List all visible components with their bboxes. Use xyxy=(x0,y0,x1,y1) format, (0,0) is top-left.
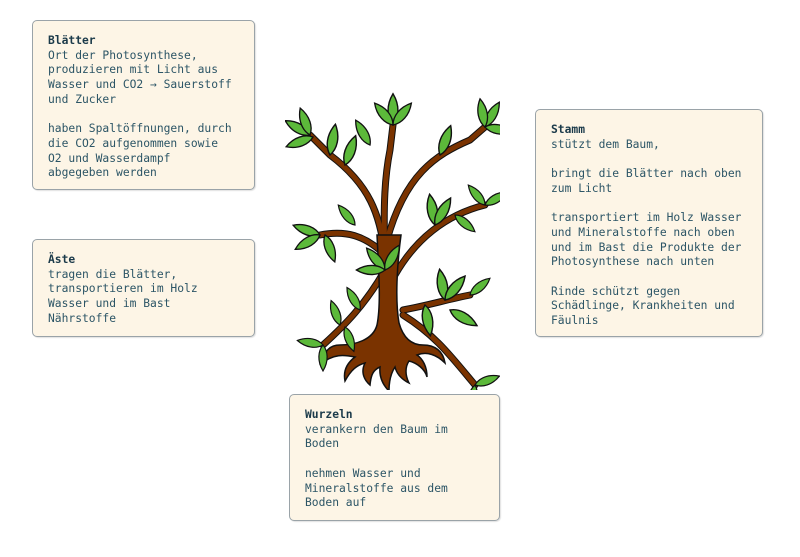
tree-illustration xyxy=(285,93,500,390)
card-body: verankern den Baum im Boden nehmen Wasse… xyxy=(305,422,448,510)
card-body: Ort der Photosynthese, produzieren mit L… xyxy=(48,48,232,180)
card-title: Äste xyxy=(48,253,76,266)
card-title: Stamm xyxy=(551,123,586,136)
card-body: tragen die Blätter, transportieren im Ho… xyxy=(48,267,198,325)
card-title: Blätter xyxy=(48,34,96,47)
card-body: stützt dem Baum, bringt die Blätter nach… xyxy=(551,137,742,328)
card-title: Wurzeln xyxy=(305,408,353,421)
